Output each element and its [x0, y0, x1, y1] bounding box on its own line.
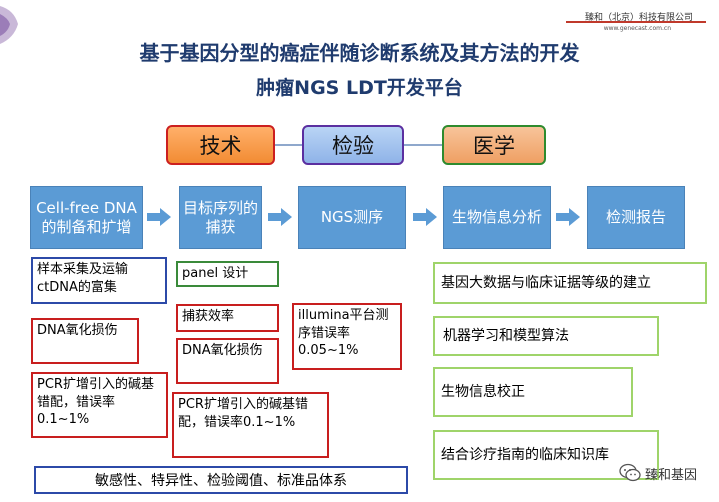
wechat-watermark: 臻和基因: [619, 463, 697, 483]
category-tech: 技术: [166, 125, 275, 165]
process-step-cfdna: Cell-free DNA的制备和扩增: [30, 186, 143, 249]
note-bioinfo-correction: 生物信息校正: [433, 367, 633, 417]
note-capture-efficiency: 捕获效率: [176, 304, 279, 332]
note-dna-oxidation: DNA氧化损伤: [31, 318, 139, 364]
arrow-right-icon: [413, 208, 437, 226]
note-pcr-mismatch: PCR扩增引入的碱基错配，错误率0.1~1%: [172, 392, 329, 458]
note-qc-system: 敏感性、特异性、检验阈值、标准品体系: [34, 466, 408, 494]
note-big-data: 基因大数据与临床证据等级的建立: [433, 262, 707, 304]
category-connector: [404, 144, 442, 146]
page-title: 基于基因分型的癌症伴随诊断系统及其方法的开发: [0, 37, 719, 66]
category-test: 检验: [302, 125, 404, 165]
arrow-right-icon: [268, 208, 292, 226]
process-step-capture: 目标序列的捕获: [179, 186, 262, 249]
category-connector: [275, 144, 302, 146]
note-pcr-mismatch: PCR扩增引入的碱基错配，错误率0.1~1%: [31, 372, 168, 438]
note-dna-oxidation: DNA氧化损伤: [176, 338, 279, 384]
header-divider: [566, 21, 706, 23]
process-step-ngs: NGS测序: [298, 186, 406, 249]
note-machine-learning: 机器学习和模型算法: [433, 316, 659, 356]
note-sample-collection: 样本采集及运输ctDNA的富集: [31, 257, 167, 304]
wechat-account-name: 臻和基因: [645, 464, 697, 483]
note-illumina-error: illumina平台测序错误率0.05~1%: [292, 303, 402, 370]
category-med: 医学: [442, 125, 546, 165]
page-subtitle: 肿瘤NGS LDT开发平台: [0, 73, 719, 100]
arrow-right-icon: [147, 208, 171, 226]
wechat-icon: [619, 463, 641, 483]
arrow-right-icon: [556, 208, 580, 226]
process-step-bioinfo: 生物信息分析: [443, 186, 551, 249]
note-panel-design: panel 设计: [176, 261, 279, 287]
company-url: www.genecast.com.cn: [604, 25, 671, 32]
process-step-report: 检测报告: [587, 186, 685, 249]
